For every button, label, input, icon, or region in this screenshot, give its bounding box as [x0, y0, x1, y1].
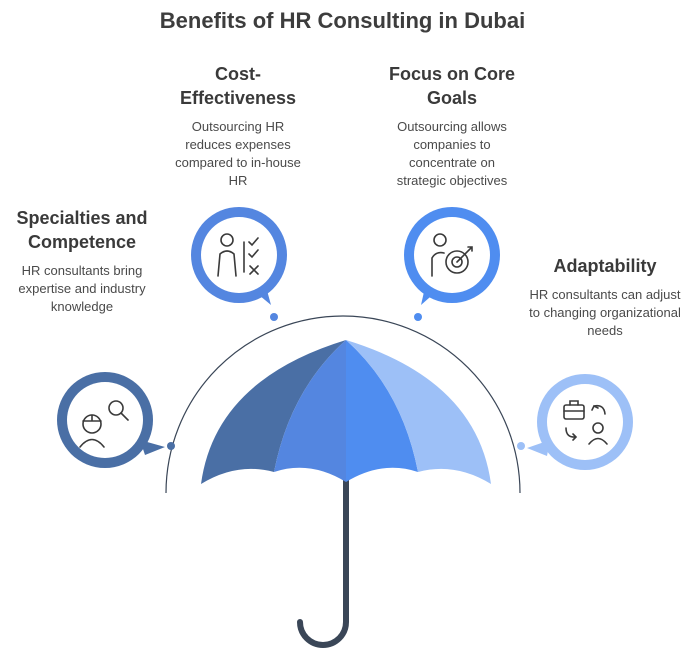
target-person-icon — [431, 233, 473, 277]
umbrella-panel-1 — [201, 340, 346, 484]
benefit-card-specialties: Specialties and Competence HR consultant… — [2, 206, 162, 316]
arc-dot-4 — [517, 442, 525, 450]
bubble-3 — [404, 207, 500, 305]
bubble-1 — [57, 372, 165, 468]
benefit-description: Outsourcing allows companies to concentr… — [396, 119, 508, 188]
umbrella-panel-4 — [346, 340, 491, 484]
arc-dot-1 — [167, 442, 175, 450]
expert-search-icon — [79, 400, 129, 448]
benefit-card-cost: Cost-Effectiveness Outsourcing HR reduce… — [160, 62, 316, 190]
briefcase-exchange-icon — [563, 400, 608, 445]
benefit-heading: Adaptability — [553, 256, 657, 276]
page-title: Benefits of HR Consulting in Dubai — [159, 8, 526, 33]
benefit-description: Outsourcing HR reduces expenses compared… — [175, 119, 301, 188]
umbrella-panel-2 — [274, 340, 346, 482]
arc-dot-2 — [270, 313, 278, 321]
benefit-description: HR consultants bring expertise and indus… — [18, 263, 146, 314]
benefit-heading: Cost-Effectiveness — [179, 64, 297, 108]
umbrella-panel-3 — [346, 340, 418, 482]
bubble-2 — [191, 207, 287, 305]
benefit-heading: Specialties and Competence — [16, 208, 148, 252]
bubble-4 — [527, 374, 633, 470]
benefit-heading: Focus on Core Goals — [388, 64, 515, 108]
benefit-card-focus: Focus on Core Goals Outsourcing allows c… — [372, 62, 532, 190]
benefit-description: HR consultants can adjust to changing or… — [529, 287, 681, 338]
benefit-card-adaptability: Adaptability HR consultants can adjust t… — [527, 254, 683, 340]
umbrella-handle — [297, 477, 349, 648]
outer-arc — [165, 315, 521, 494]
arc-dot-3 — [414, 313, 422, 321]
checklist-person-icon — [217, 233, 259, 277]
